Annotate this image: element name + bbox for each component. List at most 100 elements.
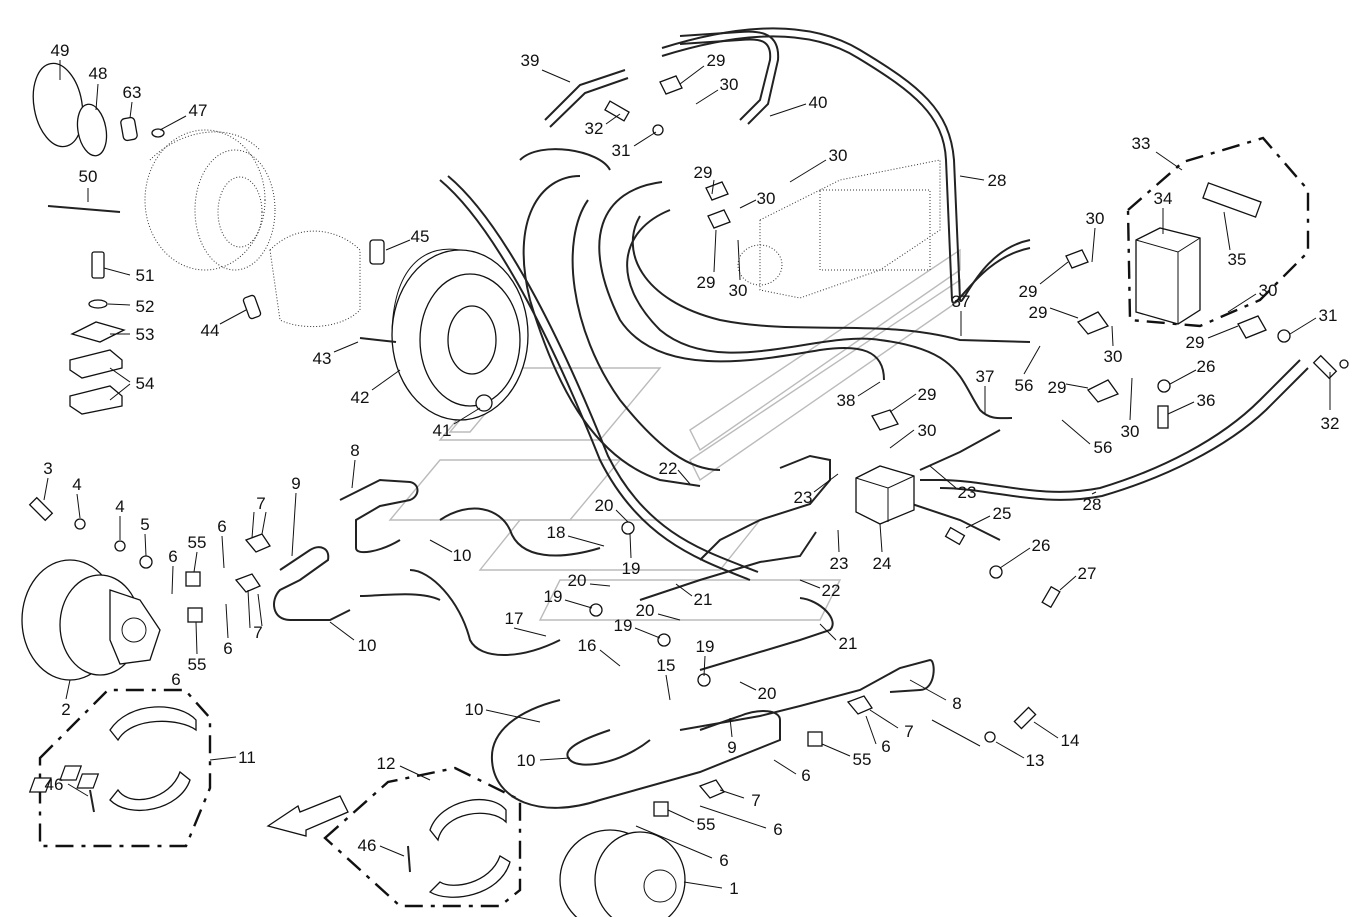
direction-arrow [28, 765, 349, 837]
callout-40: 40 [809, 93, 828, 112]
callout-20: 20 [568, 571, 587, 590]
washer-52 [88, 299, 108, 309]
callout-56: 56 [1094, 438, 1113, 457]
callout-24: 24 [873, 554, 892, 573]
valve-block-34 [1135, 227, 1201, 325]
o-ring-48 [76, 103, 108, 157]
callout-14: 14 [1061, 731, 1080, 750]
callout-22: 22 [822, 581, 841, 600]
callout-55: 55 [188, 655, 207, 674]
callout-19: 19 [696, 637, 715, 656]
callout-31: 31 [1319, 306, 1338, 325]
kit-35 [1202, 182, 1262, 218]
callout-50: 50 [79, 167, 98, 186]
callout-30: 30 [720, 75, 739, 94]
callout-27: 27 [1078, 564, 1097, 583]
callout-6: 6 [773, 820, 782, 839]
callout-13: 13 [1026, 751, 1045, 770]
callout-29: 29 [694, 163, 713, 182]
pin-63 [120, 116, 138, 142]
brake-drum-42 [391, 248, 529, 421]
callout-26: 26 [1197, 357, 1216, 376]
callout-23: 23 [958, 483, 977, 502]
cover-49 [32, 62, 84, 148]
callout-32: 32 [1321, 414, 1340, 433]
callout-55: 55 [188, 533, 207, 552]
callout-2: 2 [61, 700, 70, 719]
callout-16: 16 [578, 636, 597, 655]
frame-11 [38, 688, 212, 848]
callout-23: 23 [830, 554, 849, 573]
callout-22: 22 [659, 459, 678, 478]
callout-32: 32 [585, 119, 604, 138]
callout-7: 7 [904, 722, 913, 741]
spring-46b [407, 845, 411, 873]
callout-30: 30 [729, 281, 748, 300]
seal-47 [151, 128, 165, 138]
clamp-54b [69, 385, 123, 415]
callout-63: 63 [123, 83, 142, 102]
callout-34: 34 [1154, 189, 1173, 208]
callout-55: 55 [697, 815, 716, 834]
callout-47: 47 [189, 101, 208, 120]
pump-group [737, 159, 941, 299]
plate-53 [70, 321, 126, 343]
callout-10: 10 [453, 546, 472, 565]
fittings [28, 75, 1349, 817]
callout-6: 6 [168, 547, 177, 566]
spring-46a [89, 789, 95, 813]
callout-55: 55 [853, 750, 872, 769]
nut-41 [475, 394, 493, 412]
callout-19: 19 [614, 616, 633, 635]
callout-8: 8 [952, 694, 961, 713]
hose-lines [273, 27, 1309, 809]
callout-29: 29 [707, 51, 726, 70]
callout-37: 37 [976, 367, 995, 386]
travel-gear-top [144, 129, 361, 328]
callout-11: 11 [238, 748, 256, 767]
callout-51: 51 [136, 266, 155, 285]
callout-4: 4 [72, 475, 81, 494]
callout-6: 6 [217, 517, 226, 536]
plug-44 [242, 294, 262, 320]
callout-20: 20 [758, 684, 777, 703]
callout-29: 29 [1029, 303, 1048, 322]
callout-37: 37 [952, 292, 971, 311]
callout-29: 29 [1186, 333, 1205, 352]
callout-28: 28 [1083, 495, 1102, 514]
callout-25: 25 [993, 504, 1012, 523]
frame-33 [1126, 136, 1310, 328]
callout-33: 33 [1132, 134, 1151, 153]
callout-7: 7 [256, 494, 265, 513]
callout-8: 8 [350, 441, 359, 460]
callout-15: 15 [657, 656, 676, 675]
callout-10: 10 [465, 700, 484, 719]
callout-41: 41 [433, 421, 452, 440]
callout-5: 5 [140, 515, 149, 534]
valve-45 [369, 239, 385, 265]
callout-9: 9 [291, 474, 300, 493]
callout-29: 29 [697, 273, 716, 292]
callout-54: 54 [136, 374, 155, 393]
valve-block-24 [855, 465, 915, 525]
callout-17: 17 [505, 609, 524, 628]
callout-23: 23 [794, 488, 813, 507]
callout-29: 29 [1019, 282, 1038, 301]
callout-6: 6 [719, 851, 728, 870]
callout-52: 52 [136, 297, 155, 316]
leader-lines [43, 60, 1331, 889]
bolt-43 [359, 337, 397, 343]
clamp-54a [69, 349, 123, 379]
callout-4: 4 [115, 497, 124, 516]
callout-1: 1 [729, 879, 738, 898]
callout-46: 46 [45, 775, 64, 794]
callout-35: 35 [1228, 250, 1247, 269]
rod-50 [47, 205, 121, 213]
callout-19: 19 [544, 587, 563, 606]
callout-20: 20 [636, 601, 655, 620]
callout-53: 53 [136, 325, 155, 344]
callout-49: 49 [51, 41, 70, 60]
callout-30: 30 [757, 189, 776, 208]
